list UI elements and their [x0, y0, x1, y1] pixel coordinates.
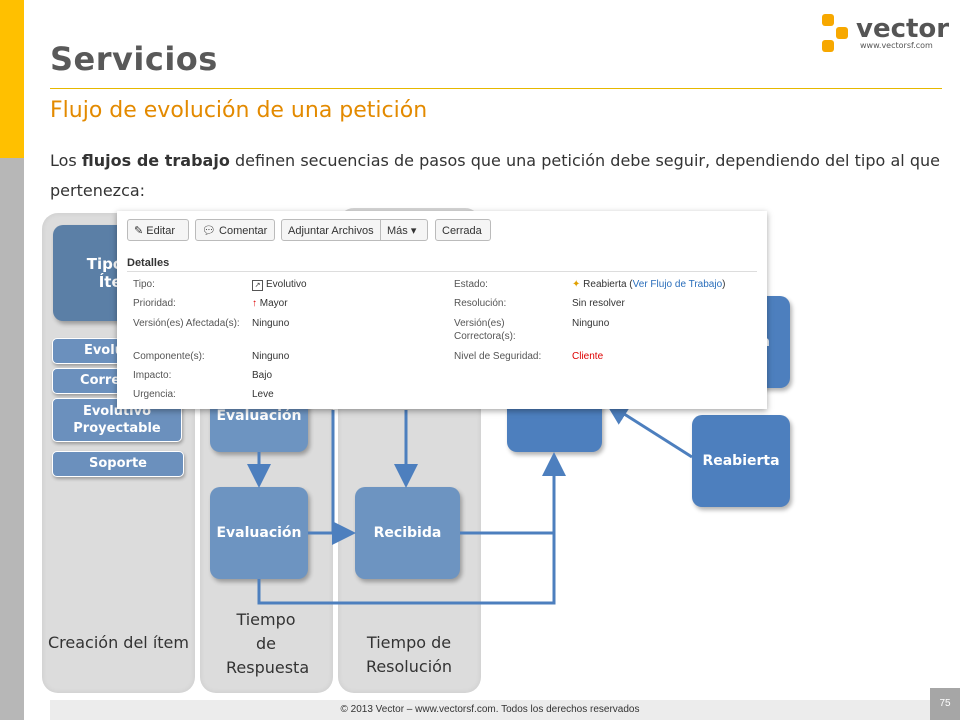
- field-value-componentes: Ninguno: [252, 351, 290, 362]
- title-divider: [50, 88, 942, 89]
- prioridad-value: Mayor: [259, 298, 288, 309]
- closed-button[interactable]: Cerrada: [435, 219, 491, 241]
- intro-paragraph: Los flujos de trabajo definen secuencias…: [50, 146, 940, 206]
- comment-icon: 💬︎: [202, 225, 220, 237]
- field-value-resolucion: Sin resolver: [572, 298, 625, 309]
- field-value-versiones-afectadas: Ninguno: [252, 318, 290, 329]
- estado-value: Reabierta: [583, 279, 627, 290]
- step-recibida-label: Recibida: [373, 525, 442, 541]
- comment-button-label: Comentar: [219, 225, 268, 237]
- attach-files-button[interactable]: Adjuntar Archivos: [281, 219, 381, 241]
- field-value-prioridad: ↑ Mayor: [252, 297, 288, 310]
- field-label-versiones-afectadas: Versión(es) Afectada(s):: [133, 318, 240, 329]
- more-dropdown-label: Más: [387, 225, 408, 237]
- field-label-nivel-seguridad: Nivel de Seguridad:: [454, 351, 542, 362]
- logo-text: vector: [856, 14, 950, 44]
- step-evaluacion-top-label: Evaluación: [216, 408, 302, 424]
- caret-down-icon: ▾: [407, 225, 417, 237]
- field-label-resolucion: Resolución:: [454, 298, 507, 309]
- arrow-recibida-up: [460, 452, 566, 535]
- intro-text-2: definen secuencias de pasos que una peti…: [50, 151, 941, 200]
- issue-details-panel: ✎ Editar 💬︎ Comentar Adjuntar Archivos M…: [117, 211, 767, 409]
- arrow-reabierta: [604, 401, 693, 459]
- arrow-up-icon: ↑: [252, 298, 260, 309]
- details-heading: Detalles: [127, 257, 170, 269]
- page-number: 75: [930, 688, 960, 720]
- field-label-componentes: Componente(s):: [133, 351, 205, 362]
- field-label-impacto: Impacto:: [133, 370, 172, 381]
- step-reabierta: Reabierta: [692, 415, 790, 507]
- comment-button[interactable]: 💬︎ Comentar: [195, 219, 275, 241]
- logo-url: www.vectorsf.com: [860, 41, 933, 50]
- more-dropdown[interactable]: Más ▾: [380, 219, 428, 241]
- step-evaluacion: Evaluación: [210, 487, 308, 579]
- left-grey-bar: [0, 158, 24, 720]
- type-soporte: Soporte: [52, 451, 184, 477]
- field-value-estado: ✦ Reabierta (Ver Flujo de Trabajo): [572, 279, 726, 290]
- page-subtitle: Flujo de evolución de una petición: [50, 98, 428, 123]
- field-label-tipo: Tipo:: [133, 279, 155, 290]
- field-value-tipo: ↗Evolutivo: [252, 278, 307, 291]
- step-reabierta-label: Reabierta: [702, 453, 780, 469]
- edit-button[interactable]: ✎ Editar: [127, 219, 189, 241]
- footer-copyright: © 2013 Vector – www.vectorsf.com. Todos …: [50, 700, 930, 720]
- step-recibida: Recibida: [355, 487, 460, 579]
- page-title: Servicios: [50, 40, 218, 78]
- tipo-value: Evolutivo: [266, 279, 307, 290]
- field-value-nivel-seguridad: Cliente: [572, 351, 604, 362]
- field-label-versiones-correctoras: Versión(es) Correctora(s):: [454, 318, 516, 342]
- details-divider: [127, 271, 757, 272]
- field-value-versiones-correctoras: Ninguno: [572, 318, 610, 329]
- intro-text-bold: flujos de trabajo: [81, 151, 230, 170]
- step-evaluacion-label: Evaluación: [216, 525, 302, 541]
- column-label-creacion: Creación del ítem: [48, 633, 189, 652]
- column-label-resolucion: Tiempo de Resolución: [365, 633, 453, 676]
- view-workflow-link[interactable]: Ver Flujo de Trabajo: [632, 279, 723, 290]
- field-value-urgencia: Leve: [252, 389, 274, 400]
- intro-text-1: Los: [50, 151, 82, 170]
- field-label-prioridad: Prioridad:: [133, 298, 176, 309]
- field-value-impacto: Bajo: [252, 370, 273, 381]
- column-label-respuesta: Tiempo de Respuesta: [226, 610, 310, 677]
- vector-logo-icon: [822, 14, 848, 52]
- edit-button-label: Editar: [146, 225, 176, 237]
- status-icon: ✦: [572, 279, 584, 290]
- field-label-estado: Estado:: [454, 279, 488, 290]
- pencil-icon: ✎: [134, 225, 147, 237]
- field-label-urgencia: Urgencia:: [133, 389, 176, 400]
- evolutivo-icon: ↗: [252, 280, 263, 291]
- line-bottom-loop: [257, 533, 556, 605]
- vector-logo: vector www.vectorsf.com: [822, 14, 949, 54]
